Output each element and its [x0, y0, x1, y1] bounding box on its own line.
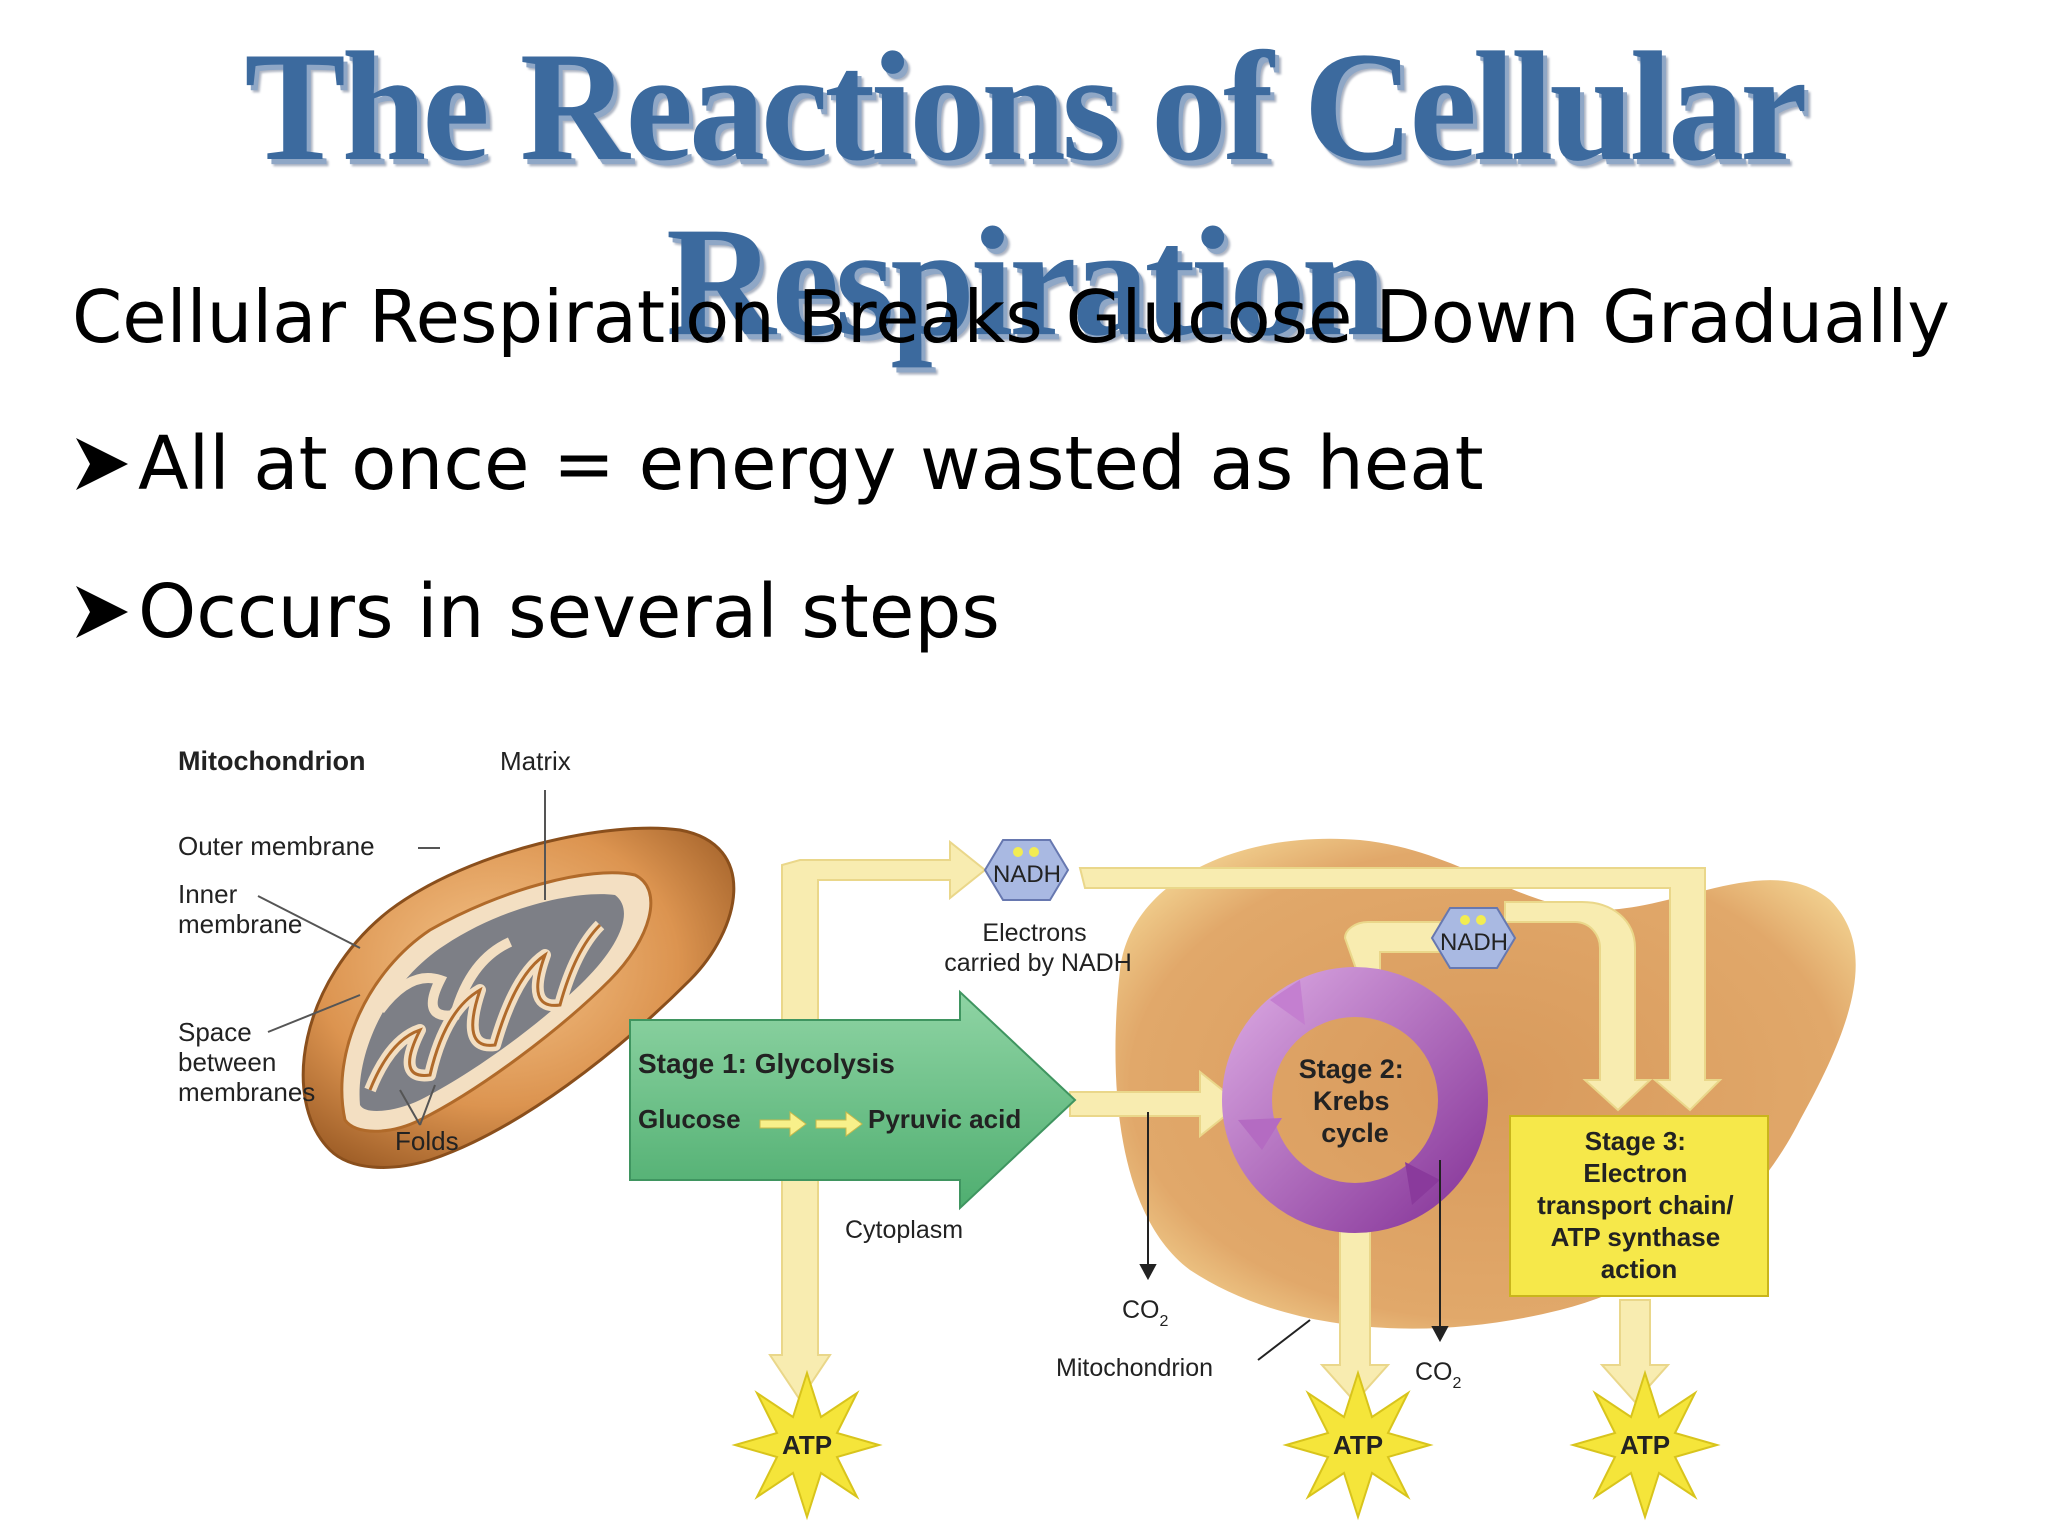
svg-text:NADH: NADH [1440, 929, 1508, 956]
co2-label: CO2 [1122, 1296, 1169, 1330]
svg-text:ATP: ATP [782, 1430, 832, 1460]
stage3-label: Stage 3: Electron transport chain/ ATP s… [1537, 1126, 1741, 1284]
atp-burst: ATP [1569, 1369, 1721, 1521]
atp-burst: ATP [1282, 1369, 1434, 1521]
slide-title: The Reactions of Cellular Respiration [244, 19, 1807, 369]
bullet-item: Occurs in several steps [72, 566, 1000, 658]
svg-text:NADH: NADH [993, 861, 1061, 888]
bullet-item: All at once = energy wasted as heat [72, 418, 1484, 510]
mitochondrion-illustration [301, 826, 736, 1169]
arrowhead-bullet-icon [76, 586, 128, 638]
folds-label: Folds [395, 1126, 459, 1156]
stage1-label: Stage 1: Glycolysis [638, 1048, 895, 1079]
nadh-carrier-krebs: NADH [1430, 907, 1517, 969]
cytoplasm-label: Cytoplasm [845, 1216, 963, 1244]
mitochondrion-leader-lines [257, 790, 546, 1126]
atp-burst: ATP [731, 1369, 883, 1521]
pyruvic-acid-label: Pyruvic acid [868, 1104, 1021, 1134]
glycolysis-step-arrows [759, 1111, 863, 1137]
electron-flow-arrows [768, 839, 1723, 1404]
bullet-text: All at once = energy wasted as heat [138, 421, 1484, 507]
mitochondrion-label: Mitochondrion [1056, 1354, 1213, 1382]
etc-stage-box [1509, 1115, 1769, 1297]
inner-membrane-label: Inner membrane [178, 879, 302, 939]
space-between-membranes-label: Space between membranes [178, 1017, 315, 1107]
matrix-label: Matrix [500, 746, 571, 776]
outer-membrane-label: Outer membrane [178, 831, 375, 861]
electrons-carried-label: Electrons carried by NADH [944, 919, 1132, 977]
co2-label: CO2 [1415, 1358, 1462, 1392]
glycolysis-arrow [629, 989, 1077, 1211]
cellular-respiration-diagram: Mitochondrion Matrix Outer membrane Inne… [178, 746, 1856, 1521]
glucose-label: Glucose [638, 1104, 741, 1134]
krebs-cycle-ring [1222, 967, 1488, 1233]
slide-subtitle: Cellular Respiration Breaks Glucose Down… [72, 275, 1950, 359]
mito-heading: Mitochondrion [178, 746, 365, 776]
arrowhead-bullet-icon [76, 438, 128, 490]
stage2-label: Stage 2: Krebs cycle [1299, 1054, 1412, 1148]
bullet-text: Occurs in several steps [138, 569, 1000, 655]
svg-text:ATP: ATP [1620, 1430, 1670, 1460]
svg-text:ATP: ATP [1333, 1430, 1383, 1460]
co2-release-lines [1139, 1112, 1449, 1361]
nadh-carrier-top: NADH [983, 839, 1070, 901]
